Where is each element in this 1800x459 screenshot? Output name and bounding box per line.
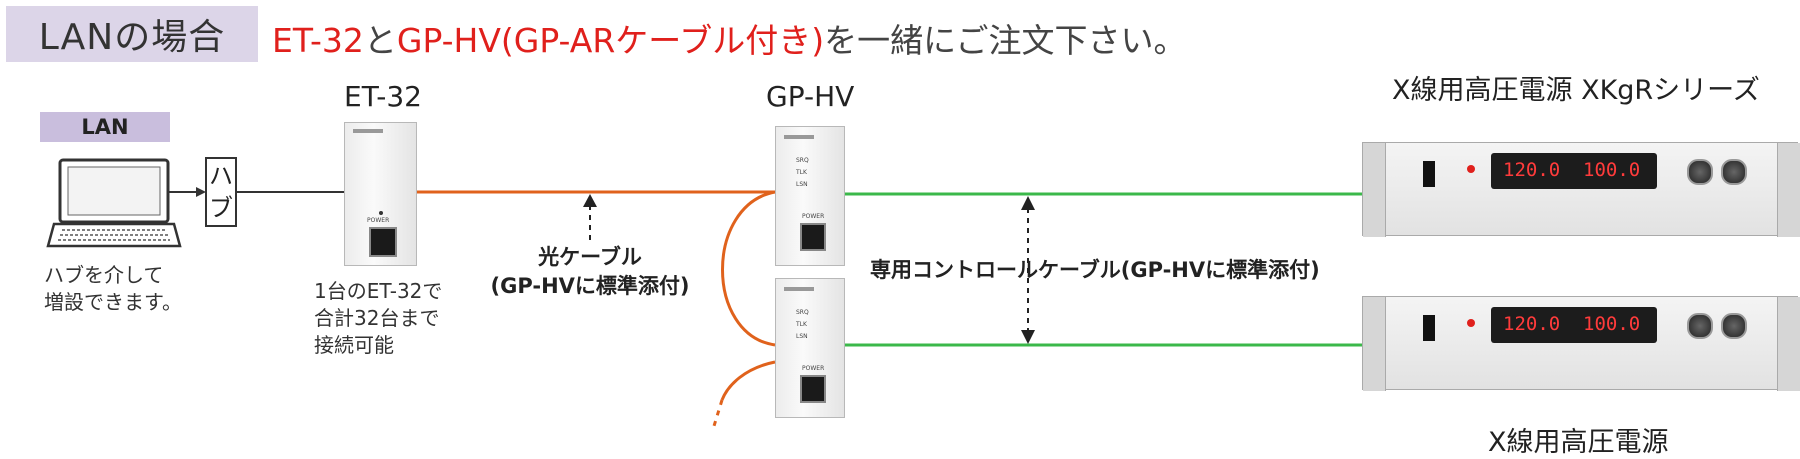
optical-cable-out [720, 360, 776, 401]
power-switch[interactable] [800, 223, 826, 251]
power-supply-bottom: 120.0 100.0 [1362, 296, 1800, 391]
double-arrow-icon [1021, 196, 1035, 210]
pc-note-line: 増設できます。 [44, 290, 182, 314]
optical-cable-label-line: (GP-HVに標準添付) [490, 274, 690, 298]
power-text: POWER [802, 365, 825, 372]
power-switch[interactable] [369, 227, 397, 257]
status-led [1467, 165, 1475, 173]
gphv-label: GP-HV [766, 80, 855, 113]
power-text: POWER [802, 213, 825, 220]
double-arrow-icon [1021, 330, 1035, 344]
rack-ear [1777, 143, 1800, 237]
gphv-device-top: SRQ TLK LSN POWER [775, 126, 845, 266]
knob-current[interactable] [1721, 313, 1747, 339]
pc-note-line: ハブを介して [44, 263, 164, 287]
indicator-lsn: LSN [796, 333, 808, 340]
power-switch[interactable] [1423, 315, 1435, 341]
knob-voltage[interactable] [1687, 159, 1713, 185]
brand-logo [353, 129, 383, 133]
optical-cable-continue [712, 399, 724, 427]
optical-cable-label-line: 光ケーブル [538, 245, 642, 269]
front-display: 120.0 100.0 [1491, 307, 1657, 343]
arrow-icon [196, 187, 206, 197]
lan-badge: LAN [40, 112, 170, 142]
power-text: POWER [367, 217, 390, 224]
pc-note: ハブを介して 増設できます。 [44, 262, 182, 316]
et32-device: POWER [344, 122, 417, 266]
display-left: 120.0 [1503, 159, 1561, 181]
et32-note-line: 接続可能 [314, 333, 394, 357]
display-right: 100.0 [1583, 159, 1641, 181]
hub-label-line: ブ [209, 194, 233, 222]
indicator-list: SRQ TLK LSN [796, 307, 809, 343]
et32-label: ET-32 [344, 80, 422, 113]
gphv-device-bottom: SRQ TLK LSN POWER [775, 278, 845, 418]
power-switch[interactable] [1423, 161, 1435, 187]
brand-logo [784, 287, 814, 291]
indicator-tlk: TLK [796, 169, 807, 176]
control-cable-label: 専用コントロールケーブル(GP-HVに標準添付) [870, 258, 1320, 282]
front-display: 120.0 100.0 [1491, 153, 1657, 189]
arrow-icon [583, 194, 597, 207]
rack-ear [1363, 143, 1386, 237]
laptop-icon [46, 158, 182, 248]
brand-logo [784, 135, 814, 139]
indicator-lsn: LSN [796, 181, 808, 188]
display-right: 100.0 [1583, 313, 1641, 335]
indicator-srq: SRQ [796, 157, 809, 164]
status-led [1467, 319, 1475, 327]
display-left: 120.0 [1503, 313, 1561, 335]
rack-ear [1777, 297, 1800, 391]
headline-order-text: を一緒にご注文下さい。 [824, 21, 1187, 60]
knob-current[interactable] [1721, 159, 1747, 185]
power-switch[interactable] [800, 375, 826, 403]
optical-cable-label: 光ケーブル (GP-HVに標準添付) [490, 243, 690, 301]
headline-et32: ET-32 [272, 21, 364, 60]
et32-note-line: 1台のET-32で [314, 279, 443, 303]
section-title: LANの場合 [6, 6, 258, 62]
optical-cable-loop [721, 190, 776, 347]
hub-box [205, 157, 237, 227]
indicator-srq: SRQ [796, 309, 809, 316]
et32-note-line: 合計32台まで [314, 306, 440, 330]
knob-voltage[interactable] [1687, 313, 1713, 339]
indicator-list: SRQ TLK LSN [796, 155, 809, 191]
hub-label: ハ ブ [206, 160, 236, 224]
headline-and: と [363, 21, 397, 60]
order-headline: ET-32とGP-HV(GP-ARケーブル付き)を一緒にご注文下さい。 [272, 14, 1186, 62]
power-led [379, 211, 383, 215]
headline-gphv: GP-HV(GP-ARケーブル付き) [396, 21, 825, 60]
power-supply-bottom-label: X線用高圧電源 [1488, 427, 1669, 458]
et32-note: 1台のET-32で 合計32台まで 接続可能 [314, 278, 442, 359]
power-supply-top: 120.0 100.0 [1362, 142, 1800, 237]
hub-label-line: ハ [209, 162, 233, 190]
rack-ear [1363, 297, 1386, 391]
power-supply-top-label: X線用高圧電源 XKgRシリーズ [1392, 75, 1760, 106]
indicator-tlk: TLK [796, 321, 807, 328]
